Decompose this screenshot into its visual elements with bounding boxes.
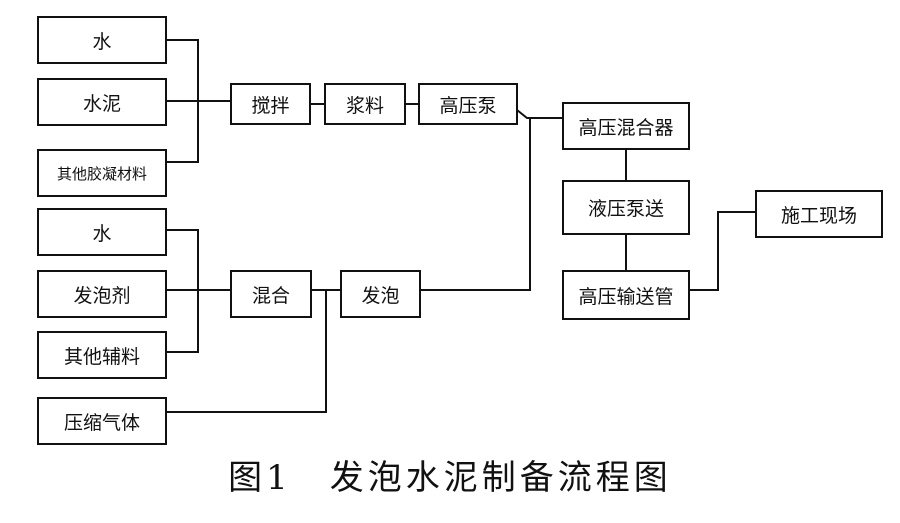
node-slurry: 浆料 <box>324 83 406 125</box>
node-high-pressure-pipe: 高压输送管 <box>562 270 690 320</box>
node-foam: 发泡 <box>340 270 421 318</box>
node-stir: 搅拌 <box>230 83 311 125</box>
node-water-2: 水 <box>37 208 167 256</box>
connector-pump-mixer <box>516 109 562 119</box>
node-foaming-agent: 发泡剂 <box>37 270 167 318</box>
connector-pipe-site <box>690 211 755 291</box>
node-cement: 水泥 <box>37 78 167 126</box>
connector-gas <box>166 290 327 413</box>
node-high-pressure-mixer: 高压混合器 <box>562 102 690 150</box>
node-mix: 混合 <box>230 270 312 318</box>
connector-foam-mixer <box>421 118 531 291</box>
node-compressed-gas: 压缩气体 <box>37 397 167 445</box>
figure-caption: 图1 发泡水泥制备流程图 <box>228 458 672 498</box>
node-high-pressure-pump: 高压泵 <box>418 83 518 125</box>
node-other-gel-materials: 其他胶凝材料 <box>37 149 167 197</box>
node-other-auxiliary: 其他辅料 <box>37 331 167 379</box>
node-hydraulic-pumping: 液压泵送 <box>562 180 690 235</box>
node-water-1: 水 <box>37 16 167 64</box>
node-construction-site: 施工现场 <box>755 190 883 238</box>
